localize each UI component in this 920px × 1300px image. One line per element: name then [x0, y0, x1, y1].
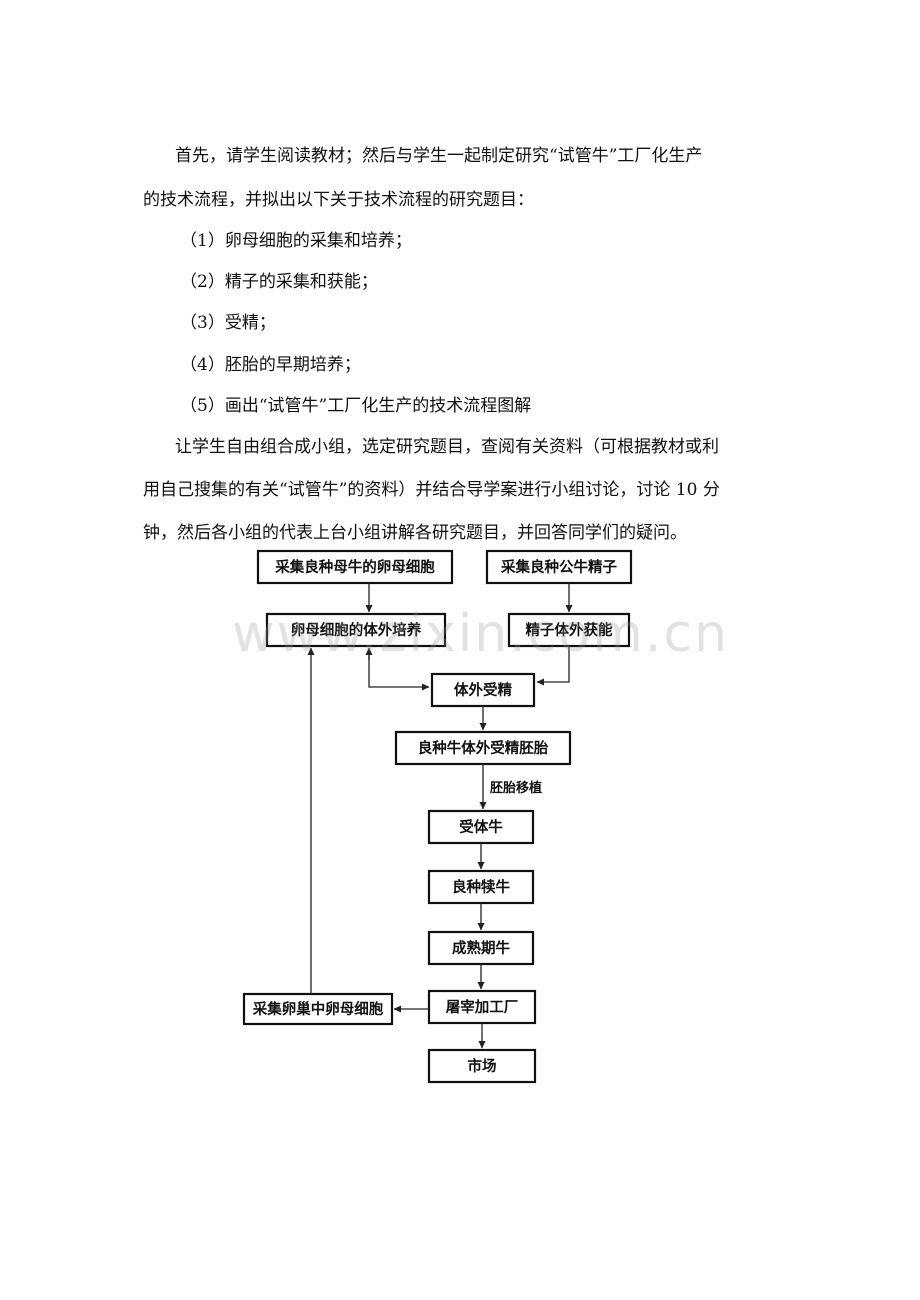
- intro-line-2: 的技术流程，并拟出以下关于技术流程的研究题目：: [143, 190, 534, 210]
- instruction-line-2: 用自己搜集的有关“试管牛”的资料）并结合导学案进行小组讨论，讨论 10 分: [143, 480, 720, 500]
- box-ivf: 体外受精: [430, 672, 536, 708]
- watermark: www.zixin.com.cn: [232, 604, 729, 664]
- box-ivf-label: 体外受精: [454, 681, 512, 699]
- topic-item-3: （3）受精；: [180, 313, 276, 333]
- box-collect-sperm: 采集良种公牛精子: [485, 549, 633, 585]
- box-recipient: 受体牛: [427, 809, 535, 845]
- box-mature: 成熟期牛: [427, 930, 535, 966]
- box-egg-culture: 卵母细胞的体外培养: [265, 612, 447, 648]
- box-ovary-collect-label: 采集卵巢中卵母细胞: [252, 1000, 384, 1018]
- box-collect-egg: 采集良种母牛的卵母细胞: [256, 549, 454, 585]
- embryo-transfer-label: 胚胎移植: [490, 780, 542, 796]
- box-slaughter-label: 屠宰加工厂: [446, 998, 519, 1016]
- arrow-capacitation-to-ivf: [536, 646, 570, 686]
- box-egg-culture-label: 卵母细胞的体外培养: [291, 621, 422, 639]
- box-calf-label: 良种犊牛: [452, 878, 510, 896]
- box-calf: 良种犊牛: [427, 869, 535, 905]
- topic-item-2: （2）精子的采集和获能；: [180, 272, 378, 292]
- box-ovary-collect: 采集卵巢中卵母细胞: [242, 992, 394, 1026]
- box-embryo: 良种牛体外受精胚胎: [394, 730, 572, 766]
- topic-item-4: （4）胚胎的早期培养；: [180, 355, 361, 375]
- topic-item-5: （5）画出“试管牛”工厂化生产的技术流程图解: [180, 396, 532, 416]
- arrow-culture-to-ivf: [368, 649, 430, 691]
- topic-item-1: （1）卵母细胞的采集和培养；: [180, 231, 412, 251]
- box-collect-sperm-label: 采集良种公牛精子: [500, 558, 617, 576]
- box-market-label: 市场: [468, 1057, 497, 1075]
- box-sperm-capacitation-label: 精子体外获能: [526, 621, 613, 639]
- instruction-line-3: 钟，然后各小组的代表上台小组讲解各研究题目，并回答同学们的疑问。: [143, 523, 687, 543]
- instruction-line-1: 让学生自由组合成小组，选定研究题目，查阅有关资料（可根据教材或利: [175, 437, 719, 457]
- intro-line-1: 首先，请学生阅读教材；然后与学生一起制定研究“试管牛”工厂化生产: [175, 146, 703, 166]
- box-recipient-label: 受体牛: [459, 818, 503, 836]
- box-embryo-label: 良种牛体外受精胚胎: [418, 739, 549, 757]
- box-collect-egg-label: 采集良种母牛的卵母细胞: [274, 558, 435, 576]
- box-mature-label: 成熟期牛: [452, 939, 510, 957]
- box-slaughter: 屠宰加工厂: [427, 989, 537, 1025]
- box-market: 市场: [427, 1048, 537, 1084]
